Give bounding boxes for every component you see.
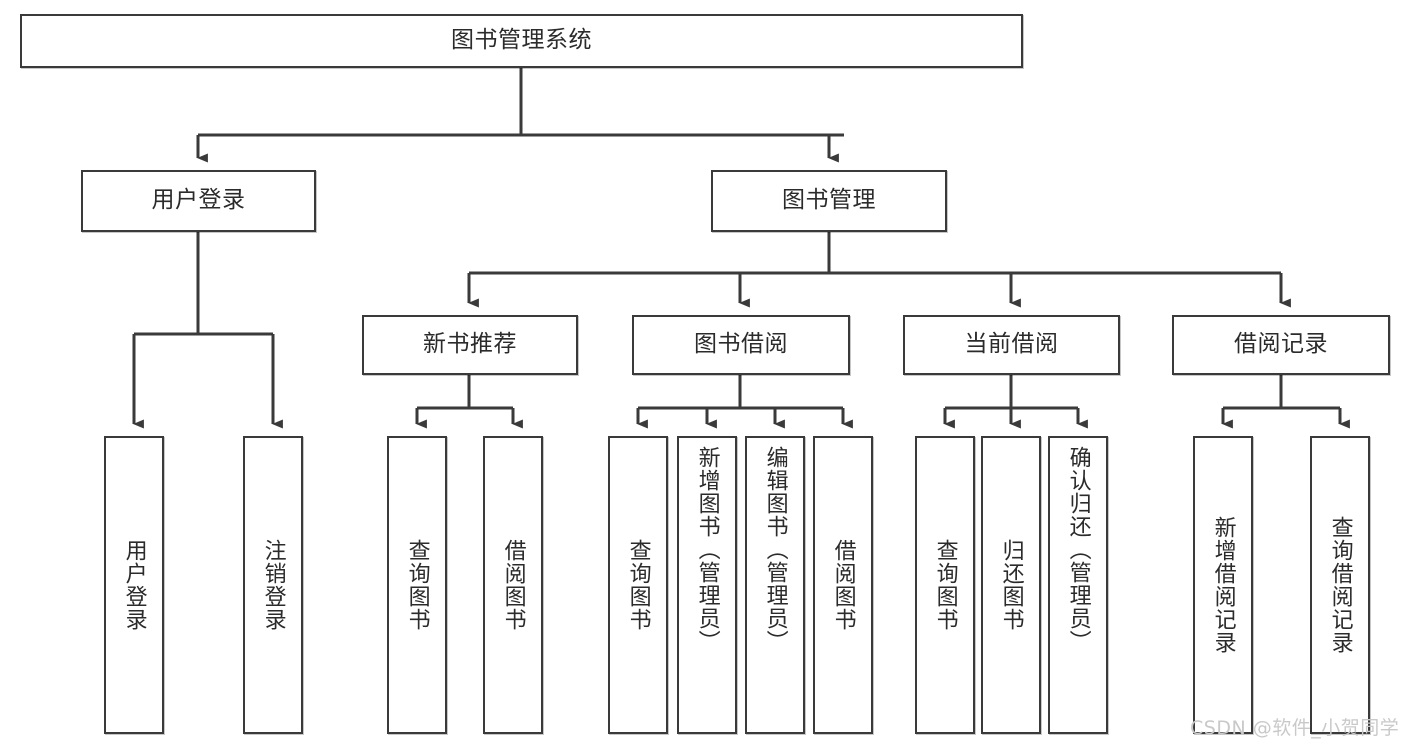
leaf-query-book-current[interactable]: 查询图书 <box>915 436 975 734</box>
leaf-query-borrow-record[interactable]: 查询借阅记录 <box>1310 436 1370 734</box>
leaf-add-book-admin[interactable]: 新增图书（管理员） <box>677 436 737 734</box>
node-book-borrow[interactable]: 图书借阅 <box>632 315 850 375</box>
node-label: 图书管理系统 <box>451 27 592 54</box>
node-label: 注销登录 <box>260 539 286 631</box>
node-book-management[interactable]: 图书管理 <box>711 170 947 232</box>
node-label: 借阅图书 <box>500 539 526 631</box>
node-label: 用户登录 <box>121 539 147 631</box>
leaf-logout-login[interactable]: 注销登录 <box>243 436 303 734</box>
node-label: 新增图书（管理员） <box>694 446 720 653</box>
leaf-query-book-borrow[interactable]: 查询图书 <box>608 436 668 734</box>
leaf-confirm-return-admin[interactable]: 确认归还（管理员） <box>1048 436 1108 734</box>
node-label: 图书管理 <box>782 187 876 214</box>
node-user-login[interactable]: 用户登录 <box>81 170 316 232</box>
node-label: 新增借阅记录 <box>1210 516 1236 654</box>
node-label: 查询图书 <box>932 539 958 631</box>
csdn-watermark: CSDN @软件_小贺同学 <box>1190 717 1400 739</box>
node-borrow-record[interactable]: 借阅记录 <box>1172 315 1390 375</box>
node-label: 查询图书 <box>625 539 651 631</box>
node-label: 查询借阅记录 <box>1327 516 1353 654</box>
node-current-borrow[interactable]: 当前借阅 <box>903 315 1120 375</box>
leaf-return-book[interactable]: 归还图书 <box>981 436 1041 734</box>
node-label: 借阅记录 <box>1234 331 1328 358</box>
node-label: 借阅图书 <box>830 539 856 631</box>
node-label: 编辑图书（管理员） <box>762 446 788 653</box>
node-label: 当前借阅 <box>964 331 1059 358</box>
leaf-query-book-recommend[interactable]: 查询图书 <box>387 436 447 734</box>
node-label: 确认归还（管理员） <box>1065 446 1091 653</box>
node-label: 查询图书 <box>404 539 430 631</box>
leaf-borrow-book[interactable]: 借阅图书 <box>813 436 873 734</box>
leaf-edit-book-admin[interactable]: 编辑图书（管理员） <box>745 436 805 734</box>
node-root-system[interactable]: 图书管理系统 <box>20 14 1023 68</box>
node-new-book-recommend[interactable]: 新书推荐 <box>362 315 578 375</box>
leaf-borrow-book-recommend[interactable]: 借阅图书 <box>483 436 543 734</box>
leaf-add-borrow-record[interactable]: 新增借阅记录 <box>1193 436 1253 734</box>
leaf-user-login[interactable]: 用户登录 <box>104 436 164 734</box>
node-label: 用户登录 <box>151 187 246 214</box>
node-label: 图书借阅 <box>694 331 788 358</box>
node-label: 新书推荐 <box>423 331 517 358</box>
node-label: 归还图书 <box>998 539 1024 631</box>
